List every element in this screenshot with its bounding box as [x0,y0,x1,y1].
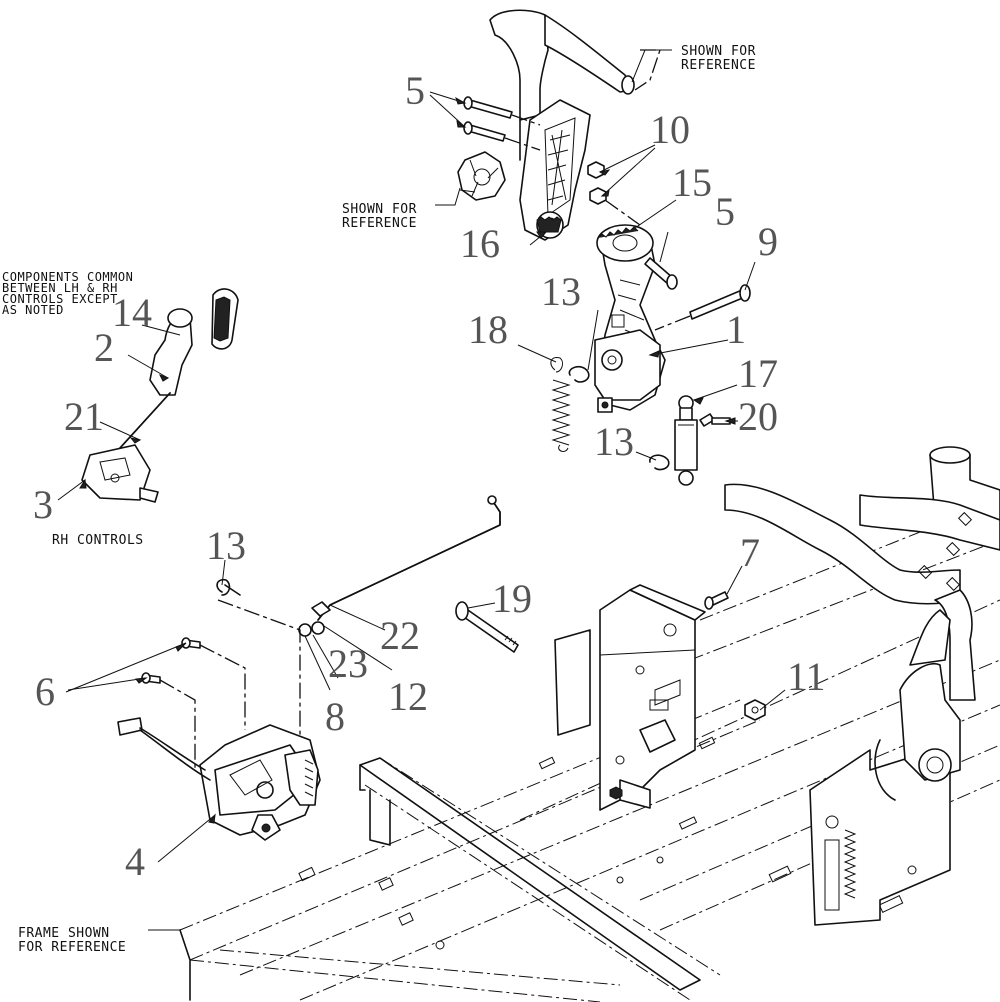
note-shown-for-reference-knob-line2: REFERENCE [342,216,417,231]
frame-tubes-right [724,446,1000,701]
steering-lever-reference [489,9,661,161]
callout-9: 9 [758,219,778,264]
pivot-lever [594,224,666,413]
callout-8: 8 [325,694,345,739]
note-shown-for-reference-knob-line1: SHOWN FOR [342,202,417,217]
callout-2: 2 [94,325,114,370]
note-rh-controls: RH CONTROLS [52,533,144,548]
control-arm [519,99,591,241]
callout-14: 14 [112,290,152,335]
knob-reference [457,151,506,201]
hairpin-clip [216,578,241,596]
note-shown-for-reference-top-line1: SHOWN FOR [681,44,756,59]
brake-assembly [117,717,321,841]
bolt-7 [704,591,729,610]
leader-arrowheads [79,96,736,824]
pivot-pin-19 [455,601,519,653]
callout-5: 5 [405,68,425,113]
nut-11 [744,699,766,721]
mounting-bracket [554,584,706,811]
callout-11: 11 [787,654,826,699]
callout-4: 4 [125,839,145,884]
note-components-common-line1: COMPONENTS COMMON [2,270,133,284]
callout-22: 22 [380,613,420,658]
drawing-notes: SHOWN FOR REFERENCE SHOWN FOR REFERENCE … [2,44,756,955]
callout-21: 21 [64,394,104,439]
callout-20: 20 [738,394,778,439]
callout-1: 1 [726,307,746,352]
damper-assembly [674,395,731,486]
spring-and-clips [550,356,670,471]
note-frame-shown-line2: FOR REFERENCE [18,940,126,955]
callout-19: 19 [492,576,532,621]
callout-3: 3 [33,482,53,527]
rh-controls-inset [81,288,239,503]
control-rod [298,495,501,637]
note-shown-for-reference-top-line2: REFERENCE [681,58,756,73]
callout-13-top: 13 [541,269,581,314]
control-tower-right-reference [809,609,961,926]
callout-13-left: 13 [206,523,246,568]
note-components-common-line2: BETWEEN LH & RH [2,281,118,295]
callout-18: 18 [468,307,508,352]
note-frame-shown-line1: FRAME SHOWN [18,926,110,941]
callout-17: 17 [738,351,778,396]
bolt-pair [463,96,541,151]
callout-10: 10 [650,107,690,152]
callout-12: 12 [388,674,428,719]
nut-pair [587,161,641,226]
callout-13-mid: 13 [594,419,634,464]
callout-5-pin: 5 [715,189,735,234]
callout-15: 15 [672,160,712,205]
callout-7: 7 [740,530,760,575]
callout-16: 16 [460,221,500,266]
pin-pair [644,257,751,331]
callout-numbers: 5 10 15 16 5 9 13 18 1 17 20 13 14 2 21 … [33,68,826,884]
note-components-common-line4: AS NOTED [2,303,64,317]
callout-6: 6 [35,669,55,714]
note-components-common-line3: CONTROLS EXCEPT [2,292,118,306]
callout-23: 23 [328,641,368,686]
